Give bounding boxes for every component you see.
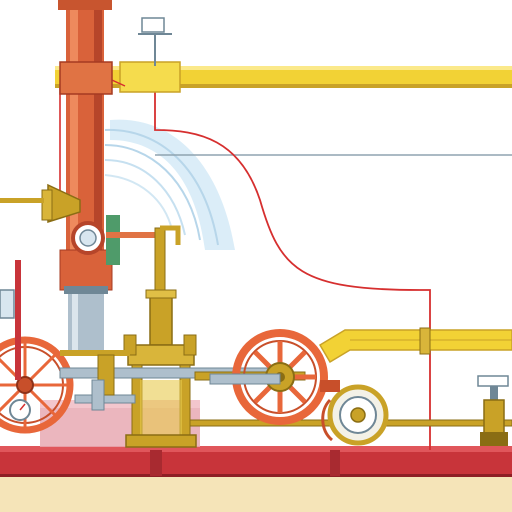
brass-upright-rod xyxy=(155,228,178,298)
center-spoked-flywheel xyxy=(210,333,324,421)
right-pedestal xyxy=(478,376,508,446)
left-side-box xyxy=(0,290,14,318)
small-disc-wheel xyxy=(320,380,386,443)
top-regulator xyxy=(138,18,172,66)
lower-left-gauge xyxy=(10,400,30,420)
vertical-steam-column xyxy=(58,0,112,350)
horizontal-yellow-pipe xyxy=(55,62,512,92)
base-platform xyxy=(0,446,512,477)
lever-arm xyxy=(320,328,512,362)
